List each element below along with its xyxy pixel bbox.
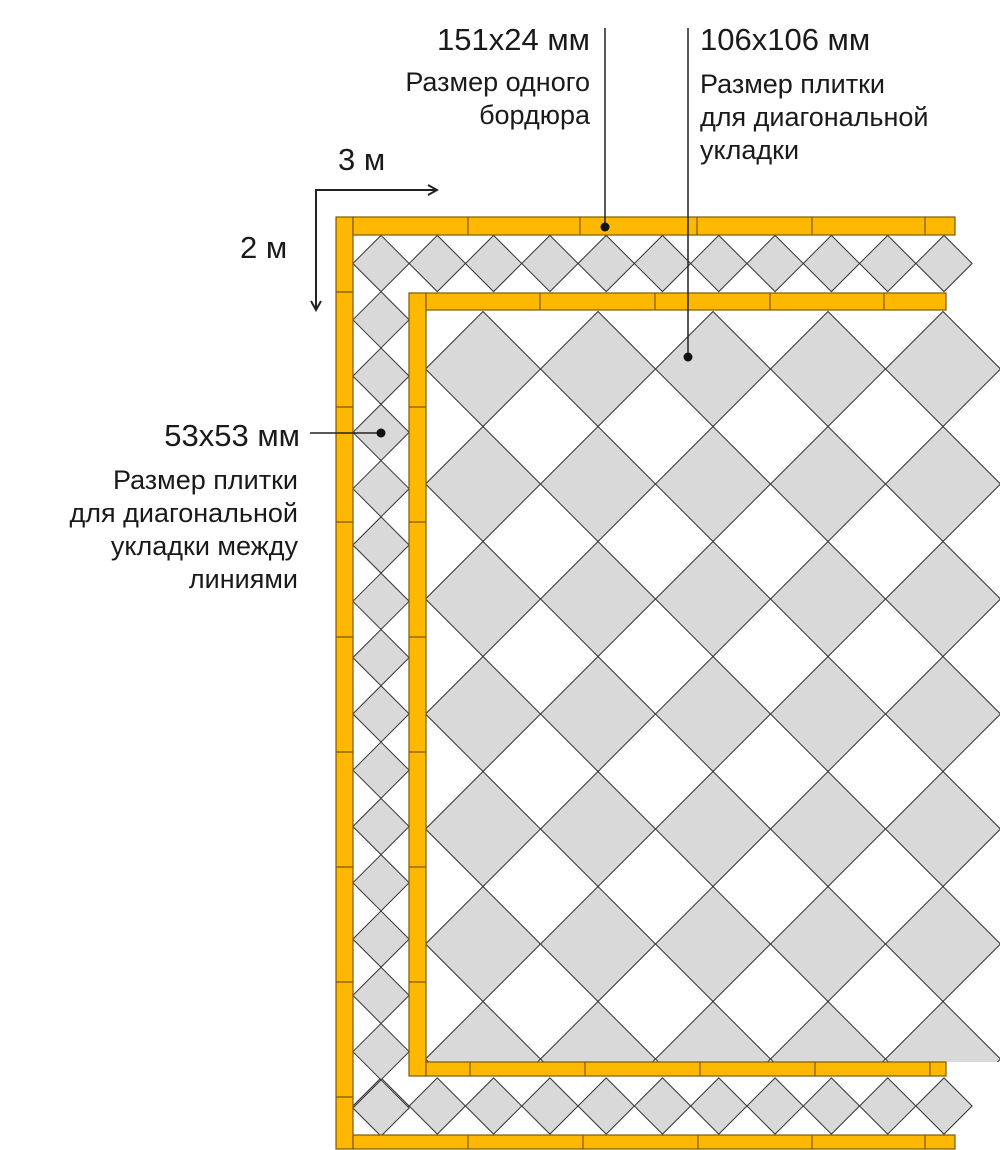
large-tile xyxy=(769,1000,887,1062)
large-tile-desc-line: для диагональной xyxy=(700,102,929,132)
small-tile xyxy=(802,235,861,293)
large-tile xyxy=(426,1000,542,1062)
small-tile xyxy=(915,1077,973,1135)
border-strip xyxy=(425,1061,947,1077)
large-tile xyxy=(539,1000,657,1062)
small-tile xyxy=(577,235,636,293)
large-tile xyxy=(654,1000,772,1062)
small-tile xyxy=(353,741,410,800)
small-tile-desc-line: укладки между xyxy=(111,531,299,561)
small-tile xyxy=(915,235,973,293)
small-tile xyxy=(464,1077,523,1135)
small-tile xyxy=(464,235,523,293)
small-tile xyxy=(353,290,410,349)
large-tile-field xyxy=(426,310,1000,1062)
large-tile-callout-dot xyxy=(683,352,693,362)
small-tile xyxy=(353,347,410,405)
small-tile xyxy=(408,235,467,293)
small-tile xyxy=(577,1077,636,1135)
large-tile xyxy=(884,1000,1000,1062)
small-tile xyxy=(689,235,748,293)
small-tile-desc-line: Размер плитки xyxy=(113,465,298,495)
border-strip xyxy=(352,216,956,236)
small-tile xyxy=(353,516,410,574)
small-tile xyxy=(408,1077,467,1135)
small-tile xyxy=(858,1077,917,1135)
large-tile-desc-line: укладки xyxy=(700,135,799,165)
small-tile xyxy=(521,235,579,293)
border-desc-line: Размер одного xyxy=(405,67,590,97)
small-tile xyxy=(353,1022,410,1081)
small-tile xyxy=(353,966,410,1025)
small-tile-callout-dot xyxy=(376,428,386,438)
small-tile xyxy=(689,1077,748,1135)
height-dimension: 2 м xyxy=(240,230,287,265)
border-strip xyxy=(352,1134,956,1150)
small-tile-desc-line: для диагональной xyxy=(69,498,298,528)
small-tile-band xyxy=(353,235,973,1135)
small-tile xyxy=(746,1077,804,1135)
width-dimension: 3 м xyxy=(338,142,385,177)
large-tile-desc-line: Размер плитки xyxy=(700,69,885,99)
border-callout-dot xyxy=(600,222,610,232)
small-tile xyxy=(353,459,410,518)
border-strip xyxy=(335,216,354,1150)
small-tile xyxy=(353,628,410,687)
small-tile-desc-line: линиями xyxy=(189,564,298,594)
small-tile xyxy=(353,235,410,293)
small-tile xyxy=(353,797,410,856)
border-desc-line: бордюра xyxy=(479,100,591,130)
small-tile xyxy=(353,853,410,912)
small-tile xyxy=(353,685,410,743)
small-tile xyxy=(633,1077,692,1135)
border-strip xyxy=(425,292,947,311)
border-size-label: 151x24 мм xyxy=(437,22,590,57)
small-tile-size-label: 53x53 мм xyxy=(164,418,300,453)
small-tile xyxy=(353,572,410,631)
border-strips xyxy=(335,216,956,1150)
border-strip xyxy=(408,292,427,1077)
small-tile xyxy=(353,1079,410,1135)
small-tile xyxy=(858,235,917,293)
small-tile xyxy=(353,910,410,968)
small-tile xyxy=(802,1077,861,1135)
large-tile-size-label: 106x106 мм xyxy=(700,22,870,57)
small-tile xyxy=(633,235,692,293)
small-tile xyxy=(746,235,804,293)
small-tile xyxy=(521,1077,579,1135)
